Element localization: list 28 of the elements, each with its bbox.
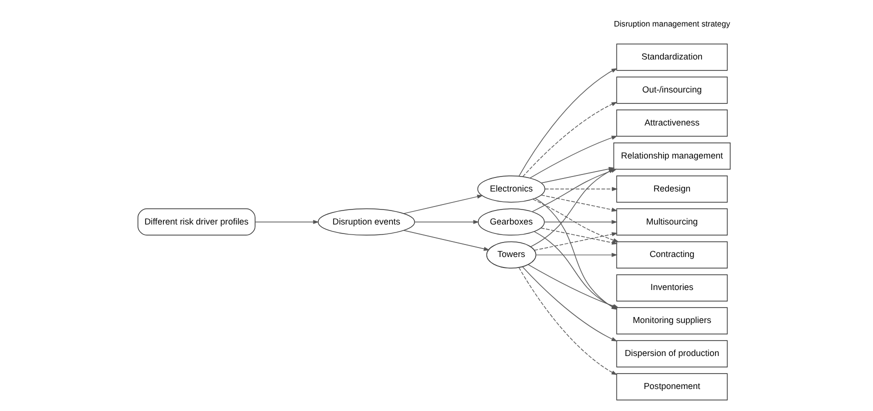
arrow bbox=[254, 220, 319, 224]
arrow bbox=[544, 220, 618, 224]
arrow bbox=[540, 228, 618, 245]
node-box: Redesign bbox=[616, 175, 728, 203]
node-box: Attractiveness bbox=[616, 110, 728, 137]
arrow bbox=[532, 198, 619, 242]
arrow bbox=[414, 220, 479, 224]
arrow bbox=[402, 194, 483, 214]
arrow bbox=[534, 232, 618, 251]
node-box: Dispersion of production bbox=[616, 340, 728, 368]
node-box: Standardization bbox=[616, 44, 728, 71]
node-box: Inventories bbox=[616, 274, 728, 302]
node-box: Postponement bbox=[616, 373, 728, 400]
node-box: Out-/insourcing bbox=[616, 76, 728, 104]
node-box: Contracting bbox=[616, 241, 728, 268]
arrow bbox=[540, 194, 618, 212]
node-ellipse: Gearboxes bbox=[477, 208, 544, 236]
node-ellipse: Disruption events bbox=[317, 208, 414, 236]
node-box: Monitoring suppliers bbox=[616, 307, 728, 334]
node-ellipse: Towers bbox=[486, 241, 536, 268]
arrow bbox=[535, 252, 618, 257]
label: Disruption management strategy bbox=[613, 19, 730, 28]
arrow bbox=[544, 186, 618, 192]
arrow bbox=[402, 230, 490, 251]
node-box: Multisourcing bbox=[616, 208, 728, 236]
node-box: Different risk driver profiles bbox=[137, 208, 255, 236]
arrow bbox=[530, 168, 614, 248]
node-box: Relationship management bbox=[612, 142, 730, 170]
